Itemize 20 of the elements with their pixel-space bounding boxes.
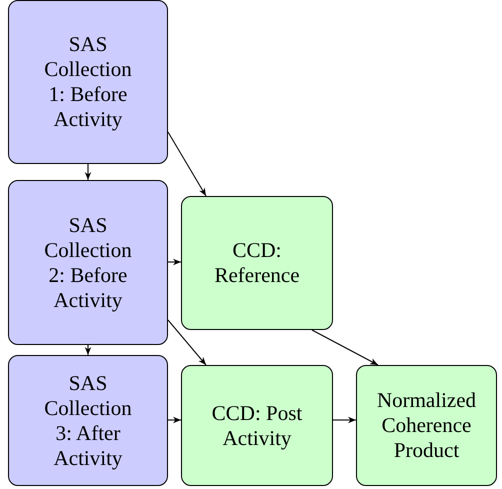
- arrow: [168, 258, 182, 266]
- box-label: CCD: Reference: [213, 238, 301, 288]
- process-box: [8, 0, 168, 164]
- process-box: [356, 365, 497, 486]
- arrow: [332, 416, 356, 424]
- box-label: CCD: Post Activity: [210, 400, 304, 450]
- process-box: [8, 180, 168, 345]
- arrow: [84, 164, 92, 180]
- process-box: [181, 196, 333, 330]
- process-box: [181, 365, 333, 486]
- arrow: [168, 320, 206, 366]
- box-label: SAS Collection 1: Before Activity: [43, 32, 133, 132]
- arrow: [312, 330, 378, 366]
- arrow: [168, 132, 206, 196]
- box-label: SAS Collection 3: After Activity: [43, 370, 133, 470]
- arrow: [168, 416, 182, 424]
- process-box: [8, 355, 168, 486]
- arrow: [84, 344, 92, 356]
- box-label: Normalized Coherence Product: [376, 388, 478, 463]
- box-label: SAS Collection 2: Before Activity: [43, 212, 133, 312]
